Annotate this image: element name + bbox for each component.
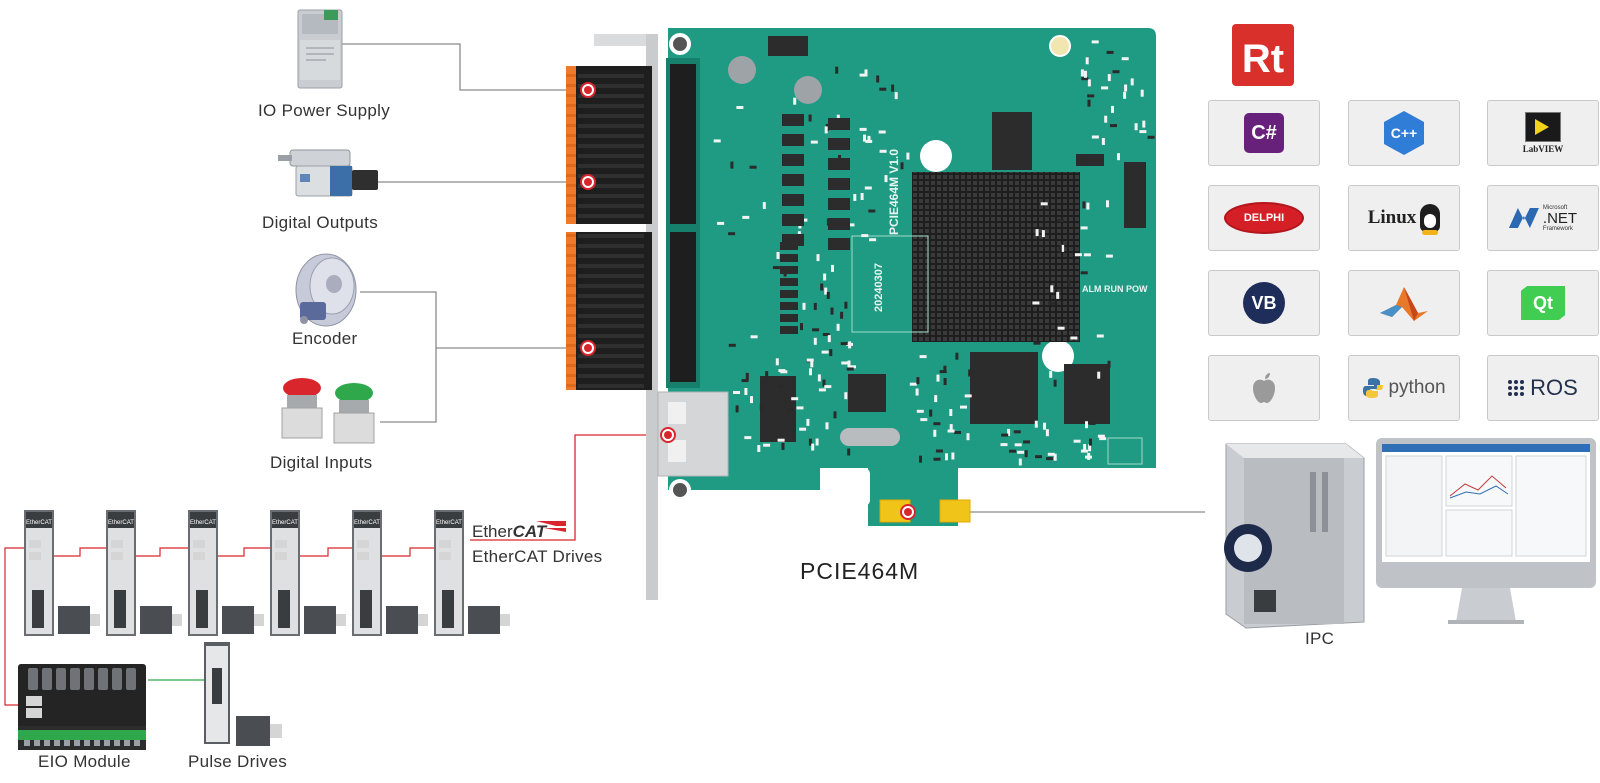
tile-dotnet-sub1: Microsoft [1542,204,1568,211]
matlab-icon [1380,287,1428,321]
drive-badge: EtherCAT [108,520,134,526]
tile-dotnet-text: .NET [1542,209,1578,227]
ros-icon [1508,380,1525,396]
pulse-drive-image [204,642,282,746]
tux-icon [1420,204,1441,235]
tile-qt: Qt [1487,270,1599,336]
ethercat-drive: EtherCAT [270,510,346,636]
apple-icon [1253,373,1275,403]
line-encoder [360,291,578,349]
tile-matlab [1348,270,1460,336]
line-ethercat [470,434,668,541]
dotnet-icon [1508,208,1539,228]
terminal-block-lower [566,232,652,390]
tile-python-text: python [1388,377,1446,398]
tile-ros-text: ROS [1530,375,1578,400]
cplusplus-icon: C++ [1384,111,1424,155]
silkscreen-leds: ALM RUN POW [1082,284,1148,294]
tile-linux-text: Linux [1367,207,1417,228]
tile-labview: LabVIEW [1487,100,1599,166]
rt-logo: Rt [1232,24,1294,86]
terminal-pin-lines [566,74,644,388]
ethercat-drives: EtherCAT EtherCAT EtherCAT EtherCAT EtherCAT… [24,510,510,636]
ethercat-drive: EtherCAT [106,510,182,636]
tile-vb: VB [1208,270,1320,336]
label-card-name: PCIE464M [800,558,920,584]
tile-apple [1208,355,1320,421]
label-digital-inputs: Digital Inputs [270,453,373,472]
label-ethercat-drives: EtherCAT Drives [472,547,603,566]
svg-text:EtherCAT: EtherCAT [472,522,548,541]
drive-badge: EtherCAT [354,520,380,526]
io-power-supply-image [297,9,343,89]
label-eio-module: EIO Module [38,752,131,771]
ethercat-drive: EtherCAT [352,510,428,636]
tile-dotnet-sub2: Framework [1542,225,1573,232]
encoder-image [295,253,357,327]
tile-ros: ROS [1487,355,1599,421]
tile-linux: Linux [1348,185,1460,251]
tile-csharp: C# [1208,100,1320,166]
ethercat-drive: EtherCAT [24,510,100,636]
eio-connectors [24,668,140,746]
label-io-power-supply: IO Power Supply [258,101,391,120]
tile-python: python [1348,355,1460,421]
label-pulse-drives: Pulse Drives [188,752,288,771]
drive-badge: EtherCAT [26,520,52,526]
label-ipc: IPC [1305,629,1335,648]
python-icon [1363,378,1384,398]
monitor-image [1376,438,1596,624]
ipc-image [1224,443,1365,629]
vb-icon: VB [1243,282,1285,324]
qt-icon: Qt [1521,286,1565,320]
delphi-icon: DELPHI [1224,202,1304,234]
tile-cplusplus-text: C++ [1390,125,1418,141]
digital-inputs-image [281,378,375,444]
ethercat-drive: EtherCAT [434,510,510,636]
line-digital-inputs [380,348,437,423]
drive-badge: EtherCAT [436,520,462,526]
tile-labview-text: LabVIEW [1522,144,1564,154]
ethercat-drive: EtherCAT [188,510,264,636]
silkscreen-model: PCIE464M V1.0 [887,149,901,235]
tile-csharp-text: C# [1251,121,1277,144]
tile-dotnet: Microsoft .NET Framework [1487,185,1599,251]
label-digital-outputs: Digital Outputs [262,213,378,232]
silkscreen-date: 20240307 [873,263,885,312]
csharp-icon: C# [1244,113,1284,153]
tile-qt-text: Qt [1533,292,1553,313]
tile-delphi: DELPHI [1208,185,1320,251]
terminal-markers [580,82,596,356]
line-io-power [340,43,578,91]
svg-text:Rt: Rt [1242,37,1284,81]
label-encoder: Encoder [292,329,358,348]
smd-components [713,40,1155,466]
labview-icon [1525,112,1561,142]
drive-badge: EtherCAT [272,520,298,526]
tile-delphi-text: DELPHI [1243,212,1285,224]
digital-outputs-image [278,149,378,197]
tile-vb-text: VB [1251,292,1277,313]
ethercat-logo: EtherCAT [472,521,566,541]
drive-badge: EtherCAT [190,520,216,526]
tile-cplusplus: C++ [1348,100,1460,166]
